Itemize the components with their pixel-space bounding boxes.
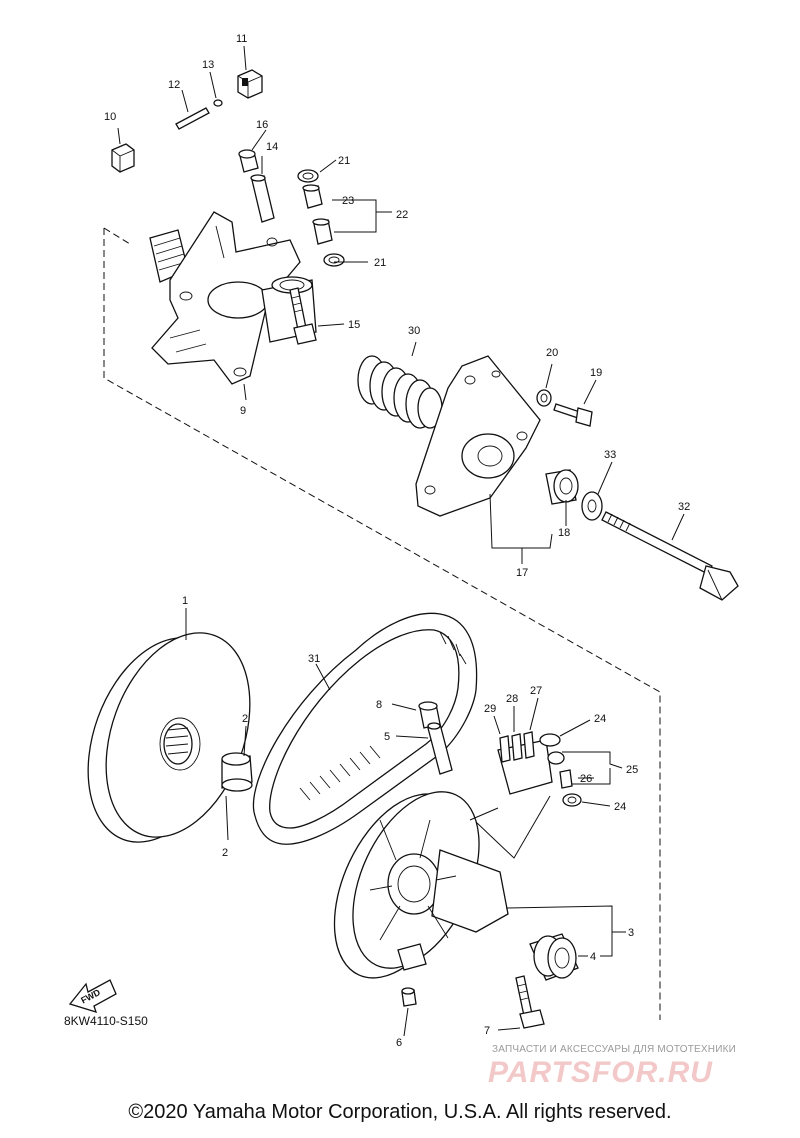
part-2-bushings — [221, 752, 253, 792]
part-4-bushing — [529, 933, 579, 981]
callout-26: 26 — [580, 773, 592, 785]
part-14-collar — [250, 174, 275, 223]
callout-20: 20 — [546, 347, 558, 359]
copyright-notice: ©2020 Yamaha Motor Corporation, U.S.A. A… — [128, 1101, 672, 1123]
callout-22: 22 — [396, 209, 408, 221]
assembly-boundary — [103, 227, 661, 1020]
part-11-slider — [237, 69, 263, 99]
part-13-ring — [213, 99, 223, 107]
fwd-arrow-icon: FWD — [68, 979, 117, 1013]
callout-25: 25 — [626, 764, 638, 776]
callout-16: 16 — [256, 119, 268, 131]
callout-32: 32 — [678, 501, 690, 513]
callout-29: 29 — [484, 703, 496, 715]
part-31-drive-belt — [252, 612, 478, 845]
callout-15: 15 — [348, 319, 360, 331]
part-9-sheave-hub — [149, 211, 317, 385]
diagram-code: 8KW4110-S150 — [64, 1014, 148, 1028]
callout-13: 13 — [202, 59, 214, 71]
part-30-spring — [357, 355, 443, 429]
parts-25-29-weight-assembly — [497, 731, 582, 807]
callout-31: 31 — [308, 653, 320, 665]
callout-5: 5 — [384, 731, 390, 743]
part-3-movable-sheave — [333, 791, 509, 979]
callout-28: 28 — [506, 693, 518, 705]
callout-4: 4 — [590, 951, 596, 963]
callout-1: 1 — [182, 595, 188, 607]
part-15-bolt — [289, 287, 317, 345]
part-33-washer — [581, 491, 603, 521]
callout-10: 10 — [104, 111, 116, 123]
part-7-bolt — [515, 975, 545, 1029]
callout-14: 14 — [266, 141, 278, 153]
callout-30: 30 — [408, 325, 420, 337]
part-20-washer — [536, 389, 552, 407]
watermark-tagline: ЗАПЧАСТИ И АКСЕССУАРЫ ДЛЯ МОТОТЕХНИКИ — [492, 1044, 737, 1055]
part-10-weight — [111, 143, 135, 173]
callout-11: 11 — [236, 33, 247, 45]
part-5-collar — [427, 722, 453, 775]
callout-17: 17 — [516, 567, 528, 579]
callout-23: 23 — [342, 195, 354, 207]
part-6-collar — [401, 987, 417, 1007]
part-16-nut — [238, 149, 259, 173]
callout-7: 7 — [484, 1025, 490, 1037]
part-1-fixed-sheave — [87, 632, 251, 843]
callout-27: 27 — [530, 685, 542, 697]
part-18-bushing — [545, 469, 579, 505]
callout-6: 6 — [396, 1037, 402, 1049]
part-32-long-bolt — [601, 511, 739, 601]
callout-24-bottom: 24 — [614, 801, 626, 813]
part-17-spring-cover — [415, 355, 541, 517]
part-19-bolt — [553, 403, 593, 427]
callout-33: 33 — [604, 449, 616, 461]
callout-21-bottom: 21 — [374, 257, 386, 269]
callout-numbers: 10 11 12 13 14 16 21 23 22 21 15 30 9 20… — [104, 33, 690, 1049]
callout-9: 9 — [240, 405, 246, 417]
callout-2-bottom: 2 — [222, 847, 228, 859]
callout-24-top: 24 — [594, 713, 606, 725]
callout-21-top: 21 — [338, 155, 350, 167]
parts-21-23-bushings — [297, 169, 345, 267]
watermark-logo: PARTSFOR.RU — [488, 1056, 713, 1089]
callout-12: 12 — [168, 79, 180, 91]
part-12-pin — [175, 107, 210, 130]
callout-8: 8 — [376, 699, 382, 711]
callout-18: 18 — [558, 527, 570, 539]
callout-2-top: 2 — [242, 713, 248, 725]
callout-3: 3 — [628, 927, 634, 939]
callout-19: 19 — [590, 367, 602, 379]
leader-lines — [117, 45, 685, 1037]
